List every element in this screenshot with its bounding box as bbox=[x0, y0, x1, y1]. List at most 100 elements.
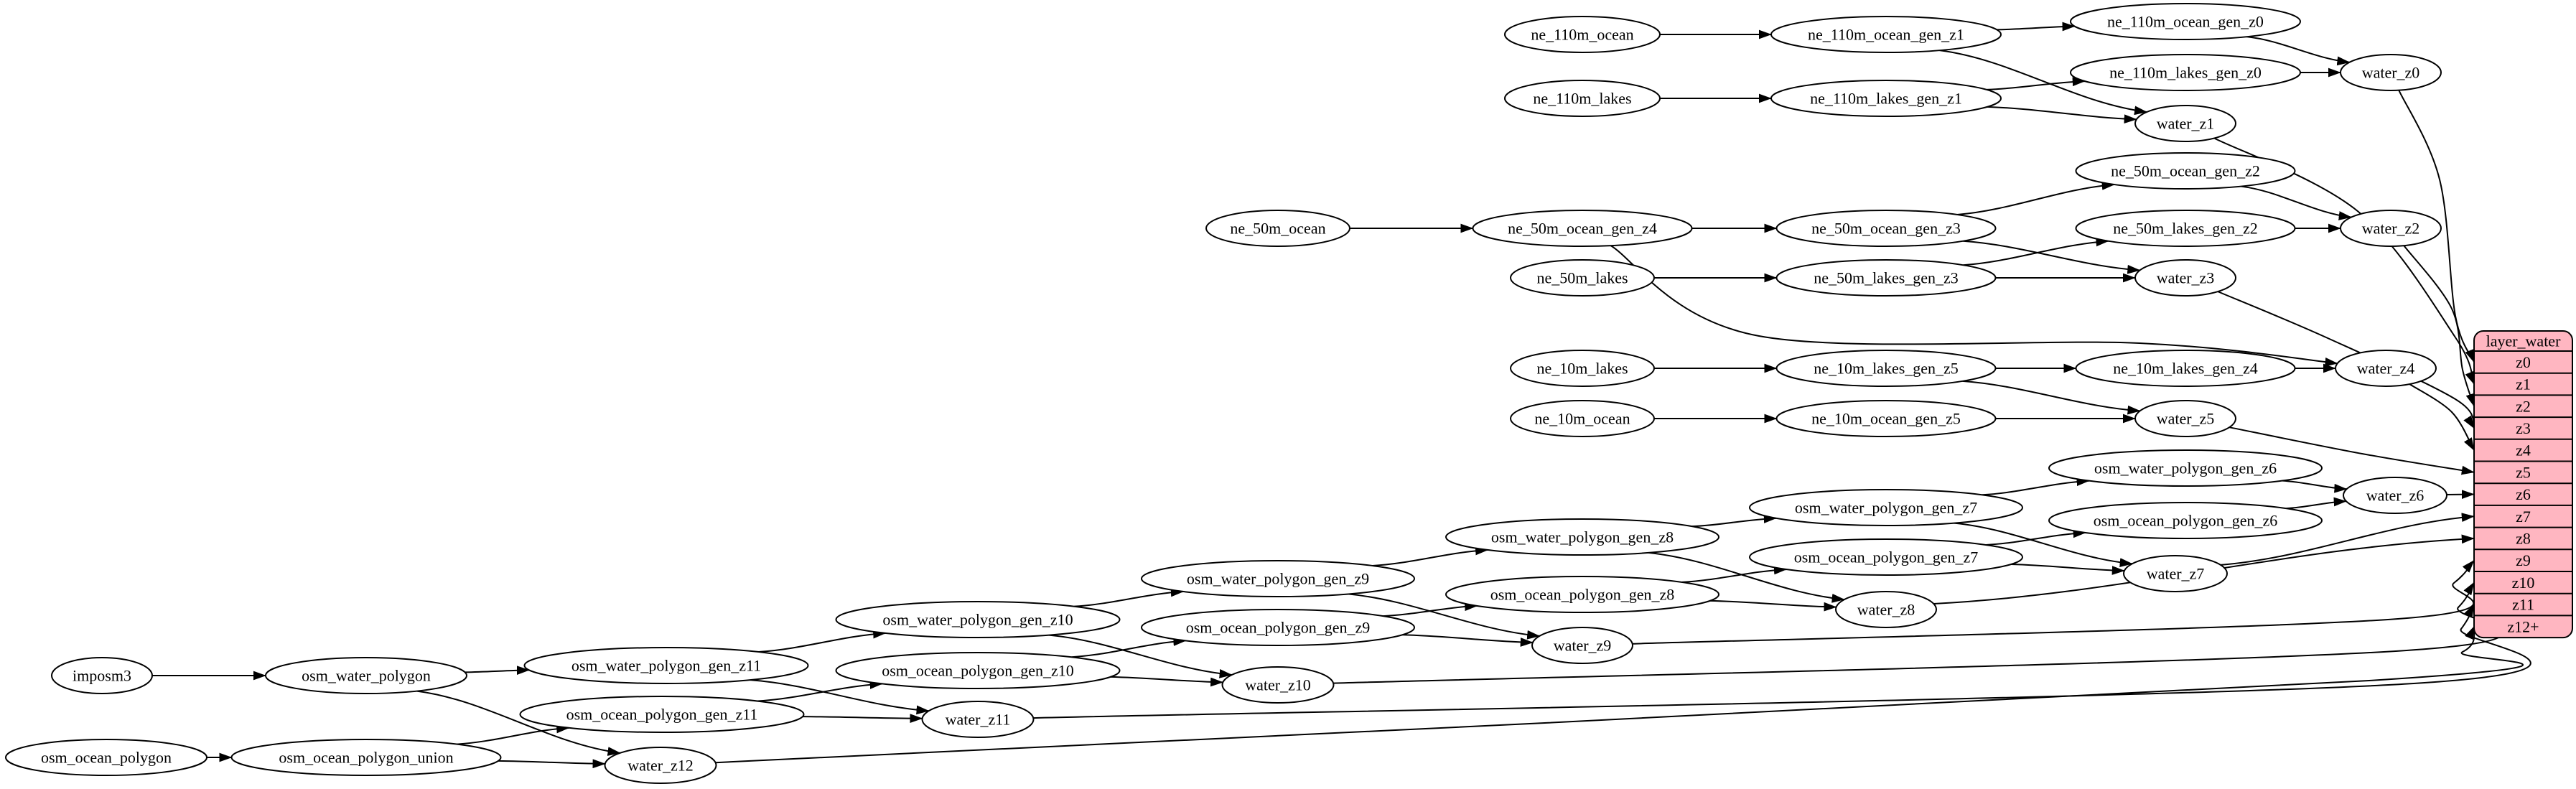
node-water_z8: water_z8 bbox=[1835, 591, 1937, 628]
node-shape-ne_50m_lakes_gen_z3 bbox=[1775, 259, 1997, 297]
node-osm_ocean_polygon_gen_z8: osm_ocean_polygon_gen_z8 bbox=[1445, 576, 1719, 613]
node-label-ne_10m_ocean_gen_z5: ne_10m_ocean_gen_z5 bbox=[1811, 410, 1961, 428]
layer-water-header: layer_water bbox=[2486, 332, 2561, 350]
node-label-osm_ocean_polygon_union: osm_ocean_polygon_union bbox=[279, 749, 453, 767]
node-label-osm_ocean_polygon_gen_z10: osm_ocean_polygon_gen_z10 bbox=[882, 662, 1074, 680]
node-osm_water_polygon: osm_water_polygon bbox=[265, 657, 467, 694]
node-label-ne_50m_ocean: ne_50m_ocean bbox=[1230, 220, 1325, 238]
node-label-ne_10m_lakes_gen_z4: ne_10m_lakes_gen_z4 bbox=[2113, 360, 2258, 378]
node-ne_10m_lakes_gen_z5: ne_10m_lakes_gen_z5 bbox=[1775, 350, 1997, 387]
node-shape-ne_110m_lakes_gen_z1 bbox=[1770, 80, 2002, 117]
node-label-osm_ocean_polygon_gen_z9: osm_ocean_polygon_gen_z9 bbox=[1186, 619, 1371, 637]
node-water_z6: water_z6 bbox=[2343, 477, 2447, 514]
node-shape-ne_10m_ocean bbox=[1510, 400, 1655, 437]
node-ne_110m_ocean: ne_110m_ocean bbox=[1504, 16, 1661, 53]
edge-osm_water_polygon_gen_z11-to-water_z11 bbox=[750, 679, 930, 715]
edge-ne_110m_ocean_gen_z0-to-water_z0 bbox=[2246, 36, 2351, 66]
node-shape-osm_ocean_polygon_gen_z11 bbox=[519, 696, 805, 733]
node-label-ne_110m_ocean_gen_z0: ne_110m_ocean_gen_z0 bbox=[2107, 13, 2264, 31]
layer-water-row-z12+: z12+ bbox=[2507, 617, 2539, 635]
node-shape-osm_water_polygon_gen_z11 bbox=[523, 647, 809, 684]
edge-osm_water_polygon_gen_z10-to-osm_water_polygon_gen_z9 bbox=[1074, 587, 1184, 607]
node-label-water_z4: water_z4 bbox=[2357, 360, 2415, 378]
node-label-ne_10m_lakes: ne_10m_lakes bbox=[1536, 360, 1628, 378]
node-shape-water_z2 bbox=[2340, 210, 2442, 247]
layer-water-row-z0: z0 bbox=[2516, 353, 2531, 371]
layer-water-row-z1: z1 bbox=[2516, 375, 2531, 393]
node-label-water_z2: water_z2 bbox=[2362, 220, 2420, 238]
node-shape-osm_water_polygon_gen_z10 bbox=[835, 601, 1121, 638]
layer-water-row-z10: z10 bbox=[2512, 574, 2535, 592]
edge-osm_ocean_polygon_gen_z10-to-osm_ocean_polygon_gen_z9 bbox=[1071, 637, 1187, 658]
edge-osm_water_polygon_gen_z9-to-water_z9 bbox=[1348, 593, 1541, 640]
layer-water-row-z3: z3 bbox=[2516, 419, 2531, 437]
node-label-osm_ocean_polygon_gen_z11: osm_ocean_polygon_gen_z11 bbox=[566, 706, 758, 724]
node-label-ne_50m_ocean_gen_z4: ne_50m_ocean_gen_z4 bbox=[1508, 220, 1657, 238]
edge-osm_ocean_polygon_gen_z7-to-osm_ocean_polygon_gen_z6 bbox=[1986, 528, 2086, 546]
node-ne_50m_ocean_gen_z2: ne_50m_ocean_gen_z2 bbox=[2075, 152, 2296, 190]
edge-osm_water_polygon_gen_z7-to-water_z7 bbox=[1954, 522, 2133, 567]
node-osm_ocean_polygon_gen_z10: osm_ocean_polygon_gen_z10 bbox=[835, 652, 1121, 689]
edge-osm_ocean_polygon_gen_z9-to-osm_ocean_polygon_gen_z8 bbox=[1383, 602, 1478, 617]
edge-ne_110m_lakes_gen_z1-to-water_z1 bbox=[1987, 106, 2137, 124]
edge-ne_110m_ocean_gen_z1-to-water_z1 bbox=[1939, 50, 2148, 116]
edge-osm_ocean_polygon_union-to-osm_ocean_polygon_gen_z11 bbox=[457, 724, 570, 745]
node-imposm3: imposm3 bbox=[51, 657, 153, 694]
node-ne_50m_ocean: ne_50m_ocean bbox=[1205, 210, 1350, 247]
node-water_z3: water_z3 bbox=[2134, 259, 2236, 297]
node-shape-ne_10m_lakes bbox=[1510, 350, 1655, 387]
node-label-ne_110m_lakes_gen_z1: ne_110m_lakes_gen_z1 bbox=[1810, 90, 1962, 108]
node-ne_50m_lakes: ne_50m_lakes bbox=[1510, 259, 1655, 297]
node-shape-ne_50m_ocean_gen_z3 bbox=[1775, 210, 1997, 247]
node-ne_50m_lakes_gen_z3: ne_50m_lakes_gen_z3 bbox=[1775, 259, 1997, 297]
node-shape-water_z8 bbox=[1835, 591, 1937, 628]
node-water_z10: water_z10 bbox=[1221, 666, 1335, 704]
edge-osm_ocean_polygon_gen_z8-to-osm_ocean_polygon_gen_z7 bbox=[1681, 565, 1787, 583]
node-shape-osm_water_polygon bbox=[265, 657, 467, 694]
node-shape-water_z1 bbox=[2134, 105, 2236, 142]
edge-osm_ocean_polygon_gen_z9-to-water_z9 bbox=[1402, 634, 1534, 647]
edge-water_z2-to-layer_water-z2 bbox=[2403, 245, 2475, 407]
node-shape-ne_10m_ocean_gen_z5 bbox=[1775, 400, 1997, 437]
node-shape-ne_110m_ocean_gen_z0 bbox=[2070, 3, 2301, 40]
node-shape-ne_50m_ocean_gen_z2 bbox=[2075, 152, 2296, 190]
nodes-layer: ne_110m_ocean ne_110m_ocean_gen_z1 ne_110m… bbox=[5, 3, 2447, 784]
edge-ne_50m_ocean_gen_z2-to-water_z2 bbox=[2240, 185, 2352, 220]
edge-osm_water_polygon_gen_z8-to-osm_water_polygon_gen_z7 bbox=[1691, 514, 1777, 528]
node-label-water_z8: water_z8 bbox=[1857, 601, 1915, 619]
node-shape-ne_50m_ocean_gen_z4 bbox=[1472, 210, 1693, 247]
node-label-ne_110m_ocean_gen_z1: ne_110m_ocean_gen_z1 bbox=[1808, 26, 1964, 44]
node-osm_water_polygon_gen_z7: osm_water_polygon_gen_z7 bbox=[1749, 489, 2023, 526]
node-ne_110m_lakes_gen_z0: ne_110m_lakes_gen_z0 bbox=[2070, 54, 2301, 91]
node-ne_10m_ocean: ne_10m_ocean bbox=[1510, 400, 1655, 437]
edge-osm_ocean_polygon_gen_z10-to-water_z10 bbox=[1110, 676, 1224, 687]
edge-water_z0-to-layer_water-z0 bbox=[2398, 90, 2475, 363]
node-osm_ocean_polygon_gen_z11: osm_ocean_polygon_gen_z11 bbox=[519, 696, 805, 733]
node-shape-osm_water_polygon_gen_z9 bbox=[1141, 560, 1415, 597]
node-label-ne_10m_lakes_gen_z5: ne_10m_lakes_gen_z5 bbox=[1814, 360, 1959, 378]
node-label-imposm3: imposm3 bbox=[73, 667, 131, 685]
edge-osm_ocean_polygon_gen_z11-to-osm_ocean_polygon_gen_z10 bbox=[757, 680, 883, 702]
node-shape-water_z11 bbox=[921, 701, 1035, 738]
node-ne_110m_lakes_gen_z1: ne_110m_lakes_gen_z1 bbox=[1770, 80, 2002, 117]
node-label-ne_50m_ocean_gen_z2: ne_50m_ocean_gen_z2 bbox=[2111, 162, 2260, 180]
node-label-water_z7: water_z7 bbox=[2147, 565, 2205, 583]
node-osm_ocean_polygon: osm_ocean_polygon bbox=[5, 739, 207, 776]
node-osm_ocean_polygon_gen_z6: osm_ocean_polygon_gen_z6 bbox=[2048, 502, 2323, 539]
edge-osm_ocean_polygon_gen_z11-to-water_z11 bbox=[802, 714, 923, 724]
edge-osm_ocean_polygon_gen_z6-to-water_z6 bbox=[2286, 497, 2347, 510]
node-shape-osm_ocean_polygon_gen_z9 bbox=[1141, 609, 1415, 646]
node-shape-ne_50m_lakes_gen_z2 bbox=[2075, 210, 2296, 247]
node-label-water_z5: water_z5 bbox=[2157, 410, 2215, 428]
node-ne_10m_ocean_gen_z5: ne_10m_ocean_gen_z5 bbox=[1775, 400, 1997, 437]
node-label-ne_50m_lakes_gen_z3: ne_50m_lakes_gen_z3 bbox=[1814, 269, 1959, 287]
node-shape-imposm3 bbox=[51, 657, 153, 694]
edge-osm_ocean_polygon_gen_z8-to-water_z8 bbox=[1709, 599, 1837, 612]
node-label-water_z3: water_z3 bbox=[2157, 269, 2215, 287]
node-label-osm_water_polygon_gen_z8: osm_water_polygon_gen_z8 bbox=[1491, 528, 1674, 546]
node-label-water_z0: water_z0 bbox=[2362, 64, 2420, 82]
node-shape-ne_110m_lakes_gen_z0 bbox=[2070, 54, 2301, 91]
edge-water_z4-to-layer_water-z4 bbox=[2409, 383, 2475, 451]
node-label-osm_ocean_polygon_gen_z8: osm_ocean_polygon_gen_z8 bbox=[1490, 586, 1675, 604]
